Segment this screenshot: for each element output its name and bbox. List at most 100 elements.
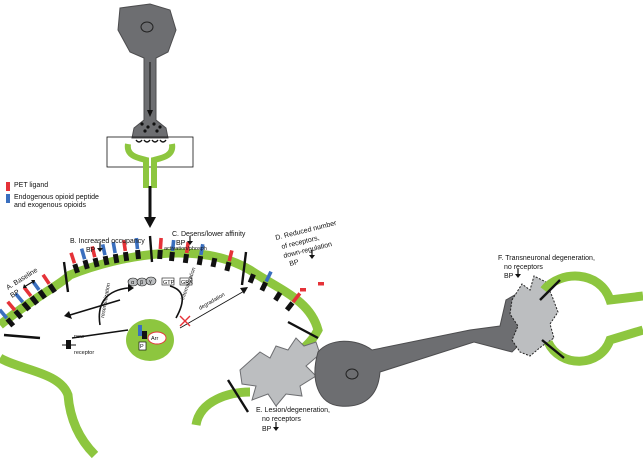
receptor <box>182 241 191 264</box>
bp-arrow-c <box>187 236 193 245</box>
opioid-peptide <box>134 237 140 250</box>
synapse-membrane <box>124 143 176 188</box>
pet-ligand <box>41 273 51 285</box>
g-gamma-label: γ <box>149 279 152 285</box>
receptor <box>259 270 273 292</box>
g-alpha-label: α <box>131 280 135 286</box>
receptor <box>273 291 283 302</box>
new-receptor <box>62 340 76 349</box>
opioid-peptide <box>264 270 273 283</box>
vesicles <box>140 122 162 133</box>
gtp-box <box>161 277 175 286</box>
resensitization-label: resensitization <box>100 283 112 319</box>
bp-arrows <box>23 236 521 431</box>
receptor <box>168 239 176 262</box>
opioid-peptide <box>199 243 205 256</box>
label-f-title: F. Transneuronal degeneration, <box>498 255 595 262</box>
arr-label: Arr <box>151 336 159 342</box>
legend-opioid-label: Endogenous opioid peptide and exogenous … <box>14 194 99 210</box>
free-pet-ligand <box>318 282 324 286</box>
lesioned-neuron <box>314 291 525 407</box>
bp-arrow-d <box>309 250 315 259</box>
blocked-degradation-cross <box>179 315 191 327</box>
presynaptic-neuron <box>117 3 177 143</box>
receptor <box>6 300 24 320</box>
bp-arrow-f <box>515 269 521 278</box>
opioid-peptide <box>170 239 176 252</box>
pet-ligand-swatch <box>6 182 10 191</box>
receptor <box>90 246 100 268</box>
process-arrows <box>69 285 247 339</box>
activation-label: activation/phosph <box>164 246 207 252</box>
label-a-title: A. Baseline <box>5 267 39 292</box>
pet-ligand <box>22 286 33 298</box>
legend-pet-label: PET ligand <box>14 182 49 189</box>
legend-opioid-line2: and exogenous opioids <box>14 202 87 209</box>
receptor <box>196 243 205 266</box>
receptor <box>100 243 110 266</box>
free-pet-ligand <box>300 288 306 292</box>
receptor <box>210 257 218 268</box>
label-e-line2: no receptors <box>262 416 301 423</box>
receptor <box>111 241 120 264</box>
receptor <box>41 273 57 294</box>
label-c-bp: BP <box>176 240 186 247</box>
new-label: new <box>74 334 84 340</box>
receptor <box>121 239 130 262</box>
legend: PET ligand Endogenous opioid peptide and… <box>6 182 146 213</box>
label-e-title: E. Lesion/degeneration, <box>256 407 330 414</box>
phospho-label-vesicle: P <box>140 344 144 350</box>
receptor-layer <box>0 237 324 328</box>
nucleus <box>140 21 154 33</box>
opioid-peptide <box>14 292 25 304</box>
label-b-bp: BP <box>86 247 96 254</box>
label-c-title: C. Desens/lower affinity <box>172 231 246 238</box>
bp-arrow-a <box>23 280 35 288</box>
receptor <box>22 286 40 306</box>
degenerating-terminal <box>239 337 321 407</box>
receptor <box>79 248 90 270</box>
bp-arrow-e <box>273 422 279 431</box>
degradation-label: degradation <box>198 292 226 312</box>
receptor-label: receptor <box>74 350 94 356</box>
legend-pet: PET ligand <box>6 182 146 191</box>
pet-ligand <box>184 241 191 254</box>
label-a-bp: BP <box>9 289 21 300</box>
legend-opioid-line1: Endogenous opioid peptide <box>14 194 99 201</box>
opioid-peptide <box>0 308 9 320</box>
label-b-title: B. Increased occupancy <box>70 238 145 245</box>
pet-ligand <box>291 292 302 304</box>
pet-ligand <box>90 246 97 258</box>
transneuronal-terminal <box>509 275 559 357</box>
pet-ligand <box>121 239 128 252</box>
grk-box <box>179 277 193 286</box>
receptor <box>224 250 234 272</box>
receptor <box>69 252 80 274</box>
label-f-line2: no receptors <box>504 264 543 271</box>
g-protein <box>127 276 157 287</box>
opioid-peptide <box>100 243 107 256</box>
opioid-peptide <box>79 248 87 260</box>
opioid-swatch <box>6 194 10 203</box>
receptor <box>14 292 32 312</box>
internalization-vesicle <box>126 319 174 361</box>
receptor <box>284 292 302 312</box>
gtp-label: GTP <box>163 280 175 286</box>
postsynaptic-membrane <box>0 248 323 459</box>
state-separators <box>3 235 319 413</box>
pet-ligand <box>6 300 17 312</box>
pet-ligand <box>227 250 234 262</box>
label-d-bp: BP <box>289 259 300 268</box>
receptor <box>0 308 16 328</box>
grk-label: GRK <box>181 280 193 286</box>
receptor <box>247 273 256 284</box>
g-beta-label: β <box>140 280 143 286</box>
synapse-zoom-box <box>106 136 194 168</box>
pet-ligand <box>69 252 77 264</box>
receptor <box>157 237 163 260</box>
zoom-arrow <box>144 186 156 228</box>
transneuronal-membrane <box>540 271 643 366</box>
label-f-bp: BP <box>504 273 514 280</box>
pet-ligand <box>158 237 163 250</box>
